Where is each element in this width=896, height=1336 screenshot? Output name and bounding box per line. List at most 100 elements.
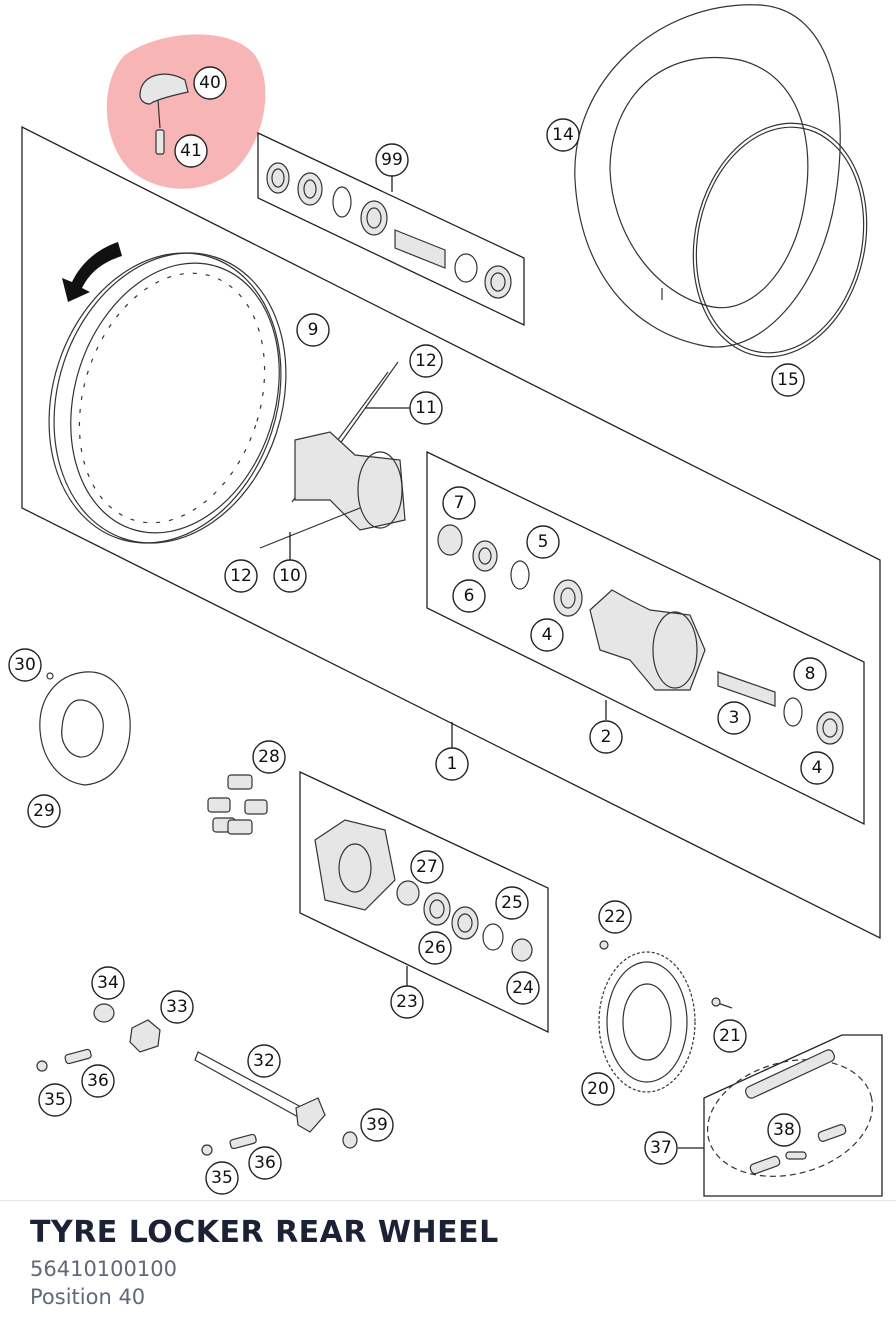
- callout-12-bottom[interactable]: 12: [224, 559, 258, 593]
- svg-text:4: 4: [812, 758, 823, 778]
- callout-39[interactable]: 39: [360, 1108, 394, 1142]
- callout-26[interactable]: 26: [418, 931, 452, 965]
- callout-12-top[interactable]: 12: [409, 344, 443, 378]
- svg-text:6: 6: [464, 586, 475, 606]
- callout-34[interactable]: 34: [91, 966, 125, 1000]
- callout-1[interactable]: 1: [435, 747, 469, 781]
- svg-text:35: 35: [211, 1168, 233, 1188]
- callout-28[interactable]: 28: [252, 740, 286, 774]
- callout-27[interactable]: 27: [410, 850, 444, 884]
- rotation-arrow: [62, 242, 122, 302]
- callout-29[interactable]: 29: [27, 794, 61, 828]
- callout-36-right[interactable]: 36: [248, 1146, 282, 1180]
- part-title: TYRE LOCKER REAR WHEEL: [30, 1215, 499, 1250]
- hub-frame: [426, 450, 865, 826]
- callout-23[interactable]: 23: [390, 985, 424, 1019]
- svg-text:35: 35: [44, 1090, 66, 1110]
- svg-text:8: 8: [805, 664, 816, 684]
- tyre-locker-part: [139, 73, 189, 155]
- chain-frame: [703, 1034, 883, 1197]
- part-number: 56410100100: [30, 1257, 177, 1281]
- callout-6[interactable]: 6: [452, 579, 486, 613]
- leader-lines: [289, 176, 704, 1149]
- svg-text:25: 25: [501, 893, 523, 913]
- callout-30[interactable]: 30: [8, 648, 42, 682]
- carrier-frame: [299, 770, 549, 1034]
- svg-text:23: 23: [396, 992, 418, 1012]
- svg-text:15: 15: [777, 370, 799, 390]
- svg-text:14: 14: [552, 125, 574, 145]
- callout-7[interactable]: 7: [442, 486, 476, 520]
- callout-4-hub[interactable]: 4: [530, 618, 564, 652]
- svg-text:7: 7: [454, 493, 465, 513]
- bearing-kit-frame: [257, 131, 525, 327]
- callout-2[interactable]: 2: [589, 720, 623, 754]
- svg-text:21: 21: [719, 1026, 741, 1046]
- rim-part: [48, 242, 287, 544]
- callout-14[interactable]: 14: [546, 118, 580, 152]
- callout-25[interactable]: 25: [495, 886, 529, 920]
- svg-text:2: 2: [601, 727, 612, 747]
- svg-text:12: 12: [230, 566, 252, 586]
- hub-parts: [437, 524, 844, 745]
- part-caption: TYRE LOCKER REAR WHEEL 56410100100 Posit…: [0, 1200, 896, 1336]
- svg-text:27: 27: [416, 857, 438, 877]
- callout-38[interactable]: 38: [767, 1113, 801, 1147]
- svg-text:11: 11: [415, 398, 437, 418]
- svg-text:24: 24: [512, 978, 534, 998]
- svg-text:36: 36: [87, 1071, 109, 1091]
- svg-text:39: 39: [366, 1115, 388, 1135]
- callout-9[interactable]: 9: [296, 313, 330, 347]
- svg-text:9: 9: [308, 320, 319, 340]
- callout-10[interactable]: 10: [273, 559, 307, 593]
- callout-3[interactable]: 3: [717, 701, 751, 735]
- main-frame: [21, 125, 881, 940]
- svg-text:5: 5: [538, 532, 549, 552]
- brake-disc: [39, 671, 131, 786]
- callout-4-end[interactable]: 4: [800, 751, 834, 785]
- callout-36-left[interactable]: 36: [81, 1064, 115, 1098]
- damper-rubbers: [207, 774, 268, 835]
- svg-text:26: 26: [424, 938, 446, 958]
- highlight-area: [106, 34, 266, 189]
- svg-text:33: 33: [166, 997, 188, 1017]
- svg-text:41: 41: [180, 141, 202, 161]
- svg-text:22: 22: [604, 907, 626, 927]
- callout-33[interactable]: 33: [160, 990, 194, 1024]
- bearing-kit-parts: [266, 162, 512, 299]
- callout-37[interactable]: 37: [644, 1131, 678, 1165]
- chain-parts: [706, 1049, 874, 1177]
- svg-text:34: 34: [97, 973, 119, 993]
- callout-40[interactable]: 40: [193, 66, 227, 100]
- callout-41[interactable]: 41: [174, 134, 208, 168]
- sprocket-carrier-parts: [314, 819, 533, 962]
- callout-99[interactable]: 99: [375, 143, 409, 177]
- rear-sprocket: [598, 940, 733, 1093]
- callout-20[interactable]: 20: [581, 1072, 615, 1106]
- svg-text:12: 12: [415, 351, 437, 371]
- svg-text:40: 40: [199, 73, 221, 93]
- callout-8[interactable]: 8: [793, 657, 827, 691]
- callout-35-left[interactable]: 35: [38, 1083, 72, 1117]
- svg-text:1: 1: [447, 754, 458, 774]
- callout-5[interactable]: 5: [526, 525, 560, 559]
- svg-text:20: 20: [587, 1079, 609, 1099]
- callout-21[interactable]: 21: [713, 1019, 747, 1053]
- svg-text:38: 38: [773, 1120, 795, 1140]
- callout-15[interactable]: 15: [771, 363, 805, 397]
- svg-text:37: 37: [650, 1138, 672, 1158]
- callout-32[interactable]: 32: [247, 1044, 281, 1078]
- svg-text:30: 30: [14, 655, 36, 675]
- callout-24[interactable]: 24: [506, 971, 540, 1005]
- svg-text:29: 29: [33, 801, 55, 821]
- callout-22[interactable]: 22: [598, 900, 632, 934]
- svg-text:32: 32: [253, 1051, 275, 1071]
- callout-11[interactable]: 11: [409, 391, 443, 425]
- svg-text:36: 36: [254, 1153, 276, 1173]
- svg-text:3: 3: [729, 708, 740, 728]
- svg-text:28: 28: [258, 747, 280, 767]
- svg-text:99: 99: [381, 150, 403, 170]
- wheel-hub-assembly: [259, 361, 406, 549]
- callout-35-right[interactable]: 35: [205, 1161, 239, 1195]
- axle-parts: [36, 1003, 358, 1156]
